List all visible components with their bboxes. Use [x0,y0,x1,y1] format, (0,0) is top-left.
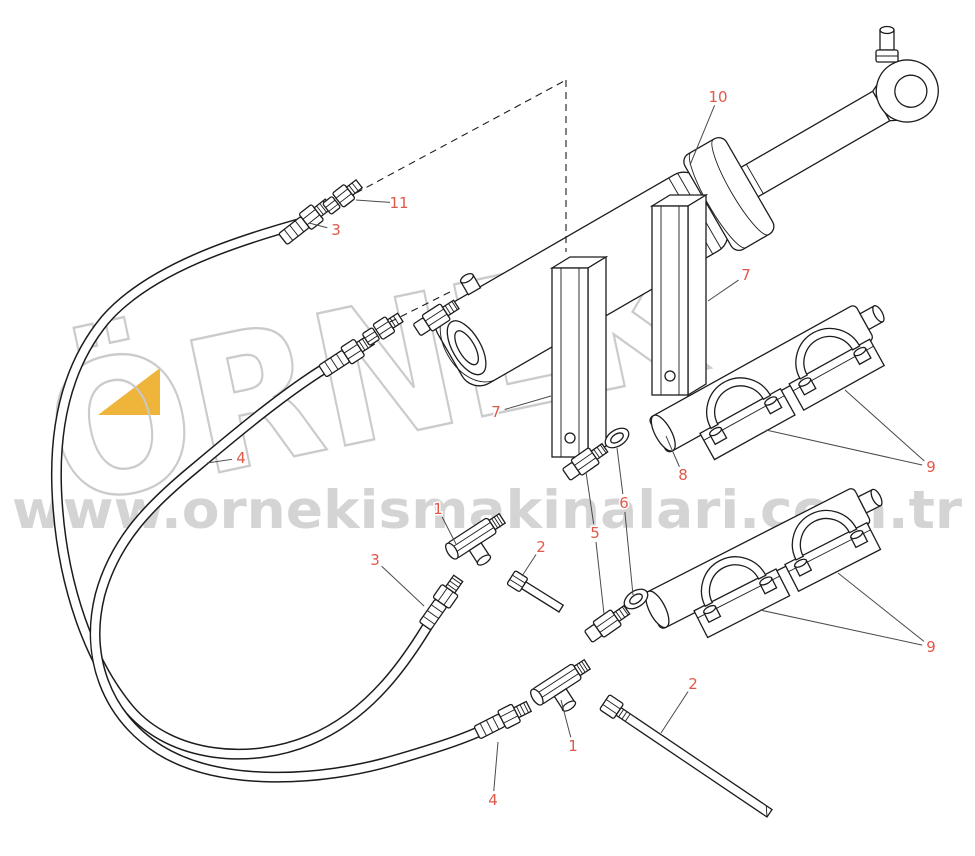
part-number-8: 8 [678,466,688,484]
channel-bracket-left [549,255,609,459]
fittings [276,176,773,818]
hoses [50,216,508,783]
part-number-1: 1 [433,500,443,518]
bracket-hole [564,432,576,444]
bracket-hole [664,370,676,382]
callout-leader [837,572,925,642]
clevis-eye-bore [894,74,928,108]
callout-leader [595,541,605,615]
pin-clamp-assembly-lower [643,488,883,639]
callout-leader [560,699,572,738]
callout-leader [521,554,537,577]
cylinder-rod [735,90,891,201]
callout-leader [765,429,923,466]
brand-accent-triangle [98,368,160,415]
connector-fitting-5 [582,601,633,646]
part-number-7: 7 [491,403,501,421]
callout-leader [616,447,624,495]
channel-bracket-right [649,193,709,397]
pin-clamp-assembly-upper [649,305,885,461]
part-number-10: 10 [708,88,727,106]
hose-end-fitting [416,572,468,633]
hose-end-fitting [471,696,534,743]
part-number-2: 2 [536,538,546,556]
part-number-4: 4 [488,791,498,809]
part-number-4: 4 [236,449,246,467]
part-number-7: 7 [741,266,751,284]
callout-leader [665,435,680,467]
part-number-5: 5 [590,524,600,542]
hose-upper [52,218,445,759]
part-number-3: 3 [370,551,380,569]
callout-leader [441,516,457,545]
callout-leader [585,471,595,525]
construction-lines [355,79,567,323]
callout-leader [707,279,739,302]
callout-leader [660,691,689,734]
part-number-11: 11 [389,194,408,212]
tee-fitting-1 [527,656,604,725]
tube-long-2 [599,694,773,818]
callout-leader [206,458,233,464]
part-number-9: 9 [926,638,936,656]
callout-leader [844,389,925,462]
part-number-3: 3 [331,221,341,239]
callout-leader [689,105,716,166]
callout-leader [308,222,328,229]
hose-lower [91,352,506,782]
callout-layer: 10 11 3 7 7 4 1 2 5 6 8 9 3 1 2 4 9 [206,87,937,811]
part-number-1: 1 [568,737,578,755]
callout-leader [355,199,391,203]
callout-leader [759,609,923,646]
part-number-6: 6 [619,494,629,512]
callout-leader [624,511,634,596]
part-number-2: 2 [688,675,698,693]
tube-short-2 [506,570,565,613]
callout-leader [504,395,552,410]
clevis-pin-bolt [875,25,899,63]
callout-leader [493,741,499,792]
part-number-9: 9 [926,458,936,476]
callout-leader [381,565,425,607]
nipple-fitting-11 [320,176,366,217]
